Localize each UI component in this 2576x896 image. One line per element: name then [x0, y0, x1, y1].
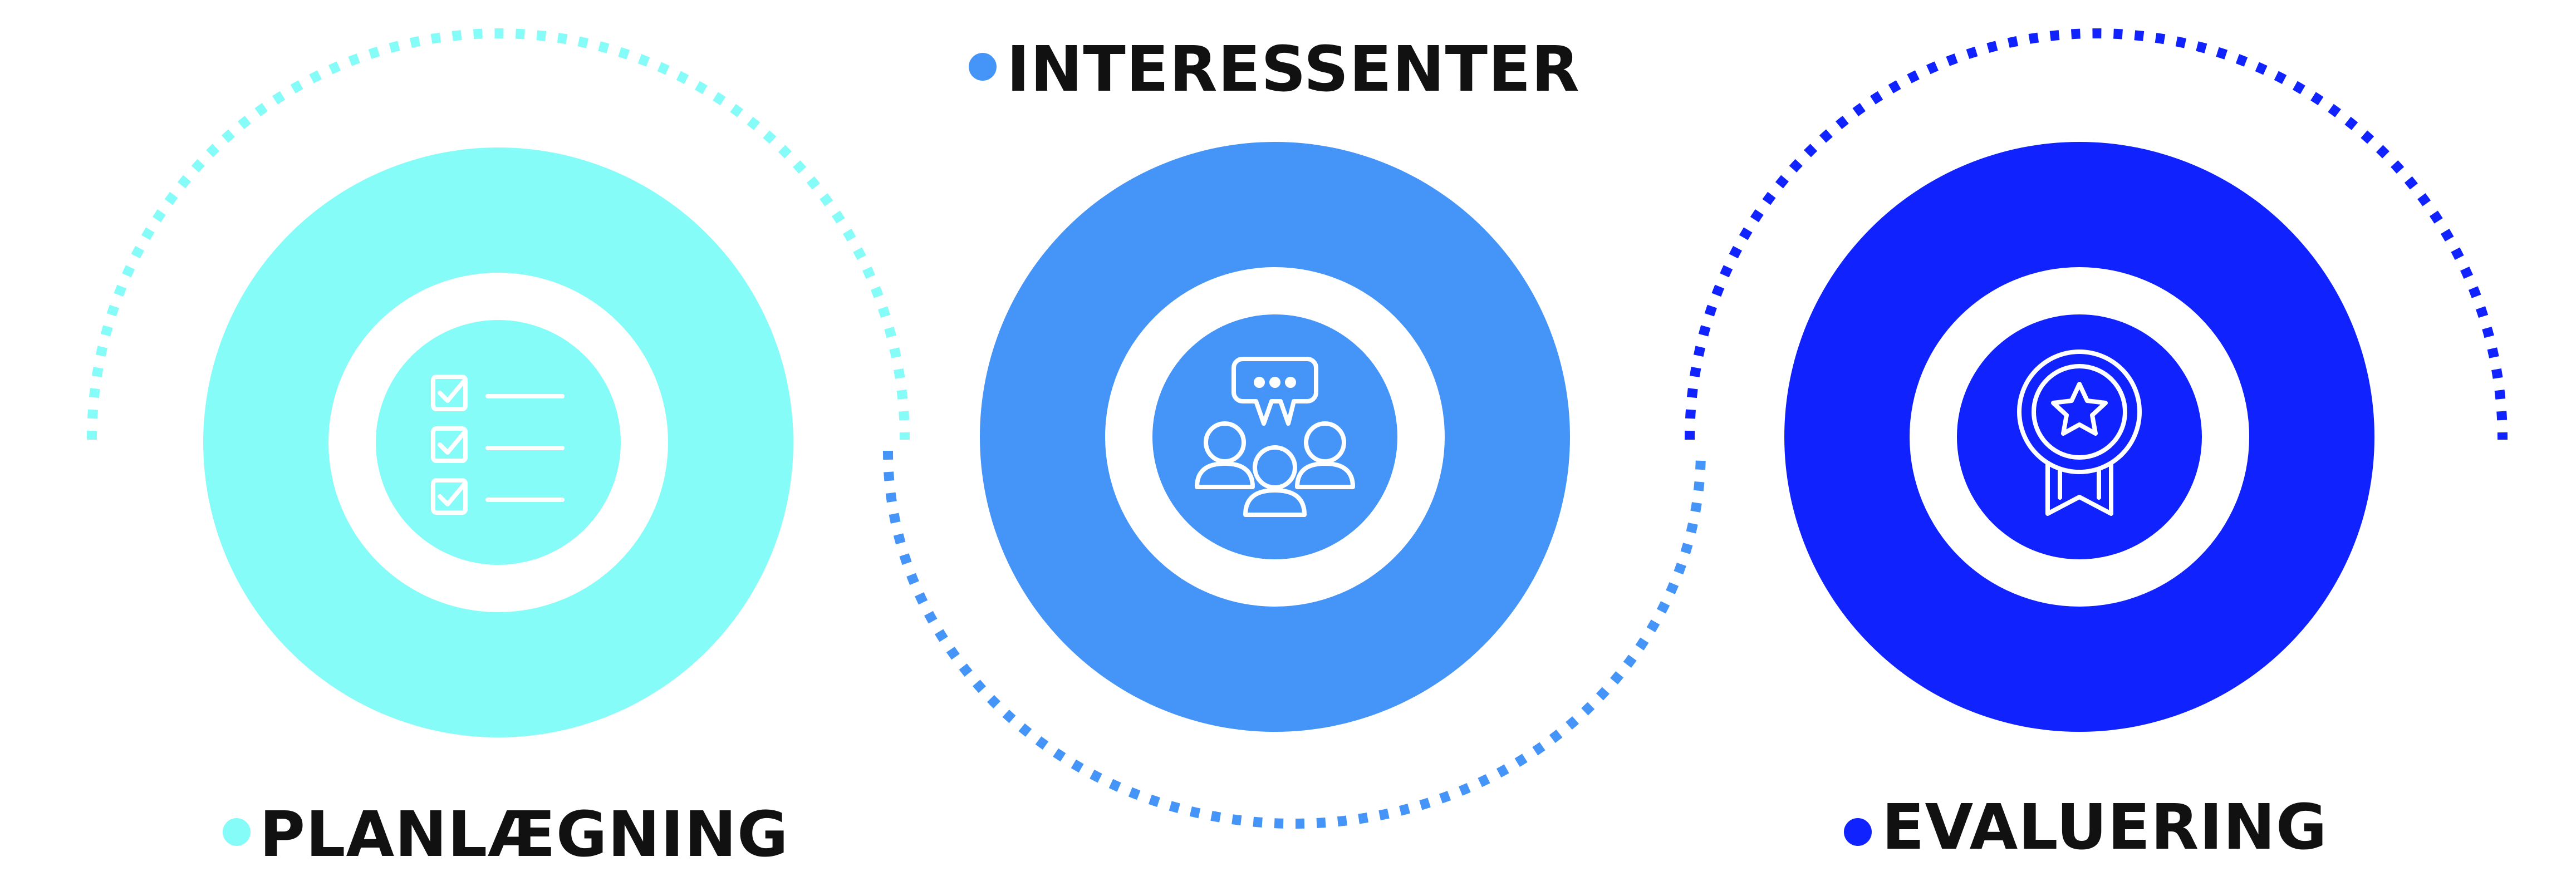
team-discussion-icon	[1195, 357, 1355, 517]
stakeholders-label: INTERESSENTER	[1007, 33, 1580, 106]
planning-label-dot	[223, 818, 251, 846]
planning-inner-circle	[376, 320, 621, 565]
evaluation-inner-circle	[1957, 314, 2202, 559]
evaluation-dotted-arc	[1685, 28, 2508, 440]
stage-evaluation: EVALUERING	[1784, 142, 2374, 864]
checklist-icon	[431, 375, 565, 515]
award-medal-icon	[2017, 349, 2142, 516]
stakeholders-label-dot	[969, 53, 997, 81]
evaluation-label-dot	[1844, 818, 1872, 846]
planning-dotted-arc	[87, 28, 910, 440]
evaluation-label: EVALUERING	[1882, 791, 2328, 864]
planning-label: PLANLÆGNING	[259, 799, 789, 871]
stage-stakeholders: INTERESSENTER	[969, 33, 1580, 732]
stage-planning: PLANLÆGNING	[203, 147, 793, 871]
stakeholders-inner-circle	[1152, 314, 1397, 559]
